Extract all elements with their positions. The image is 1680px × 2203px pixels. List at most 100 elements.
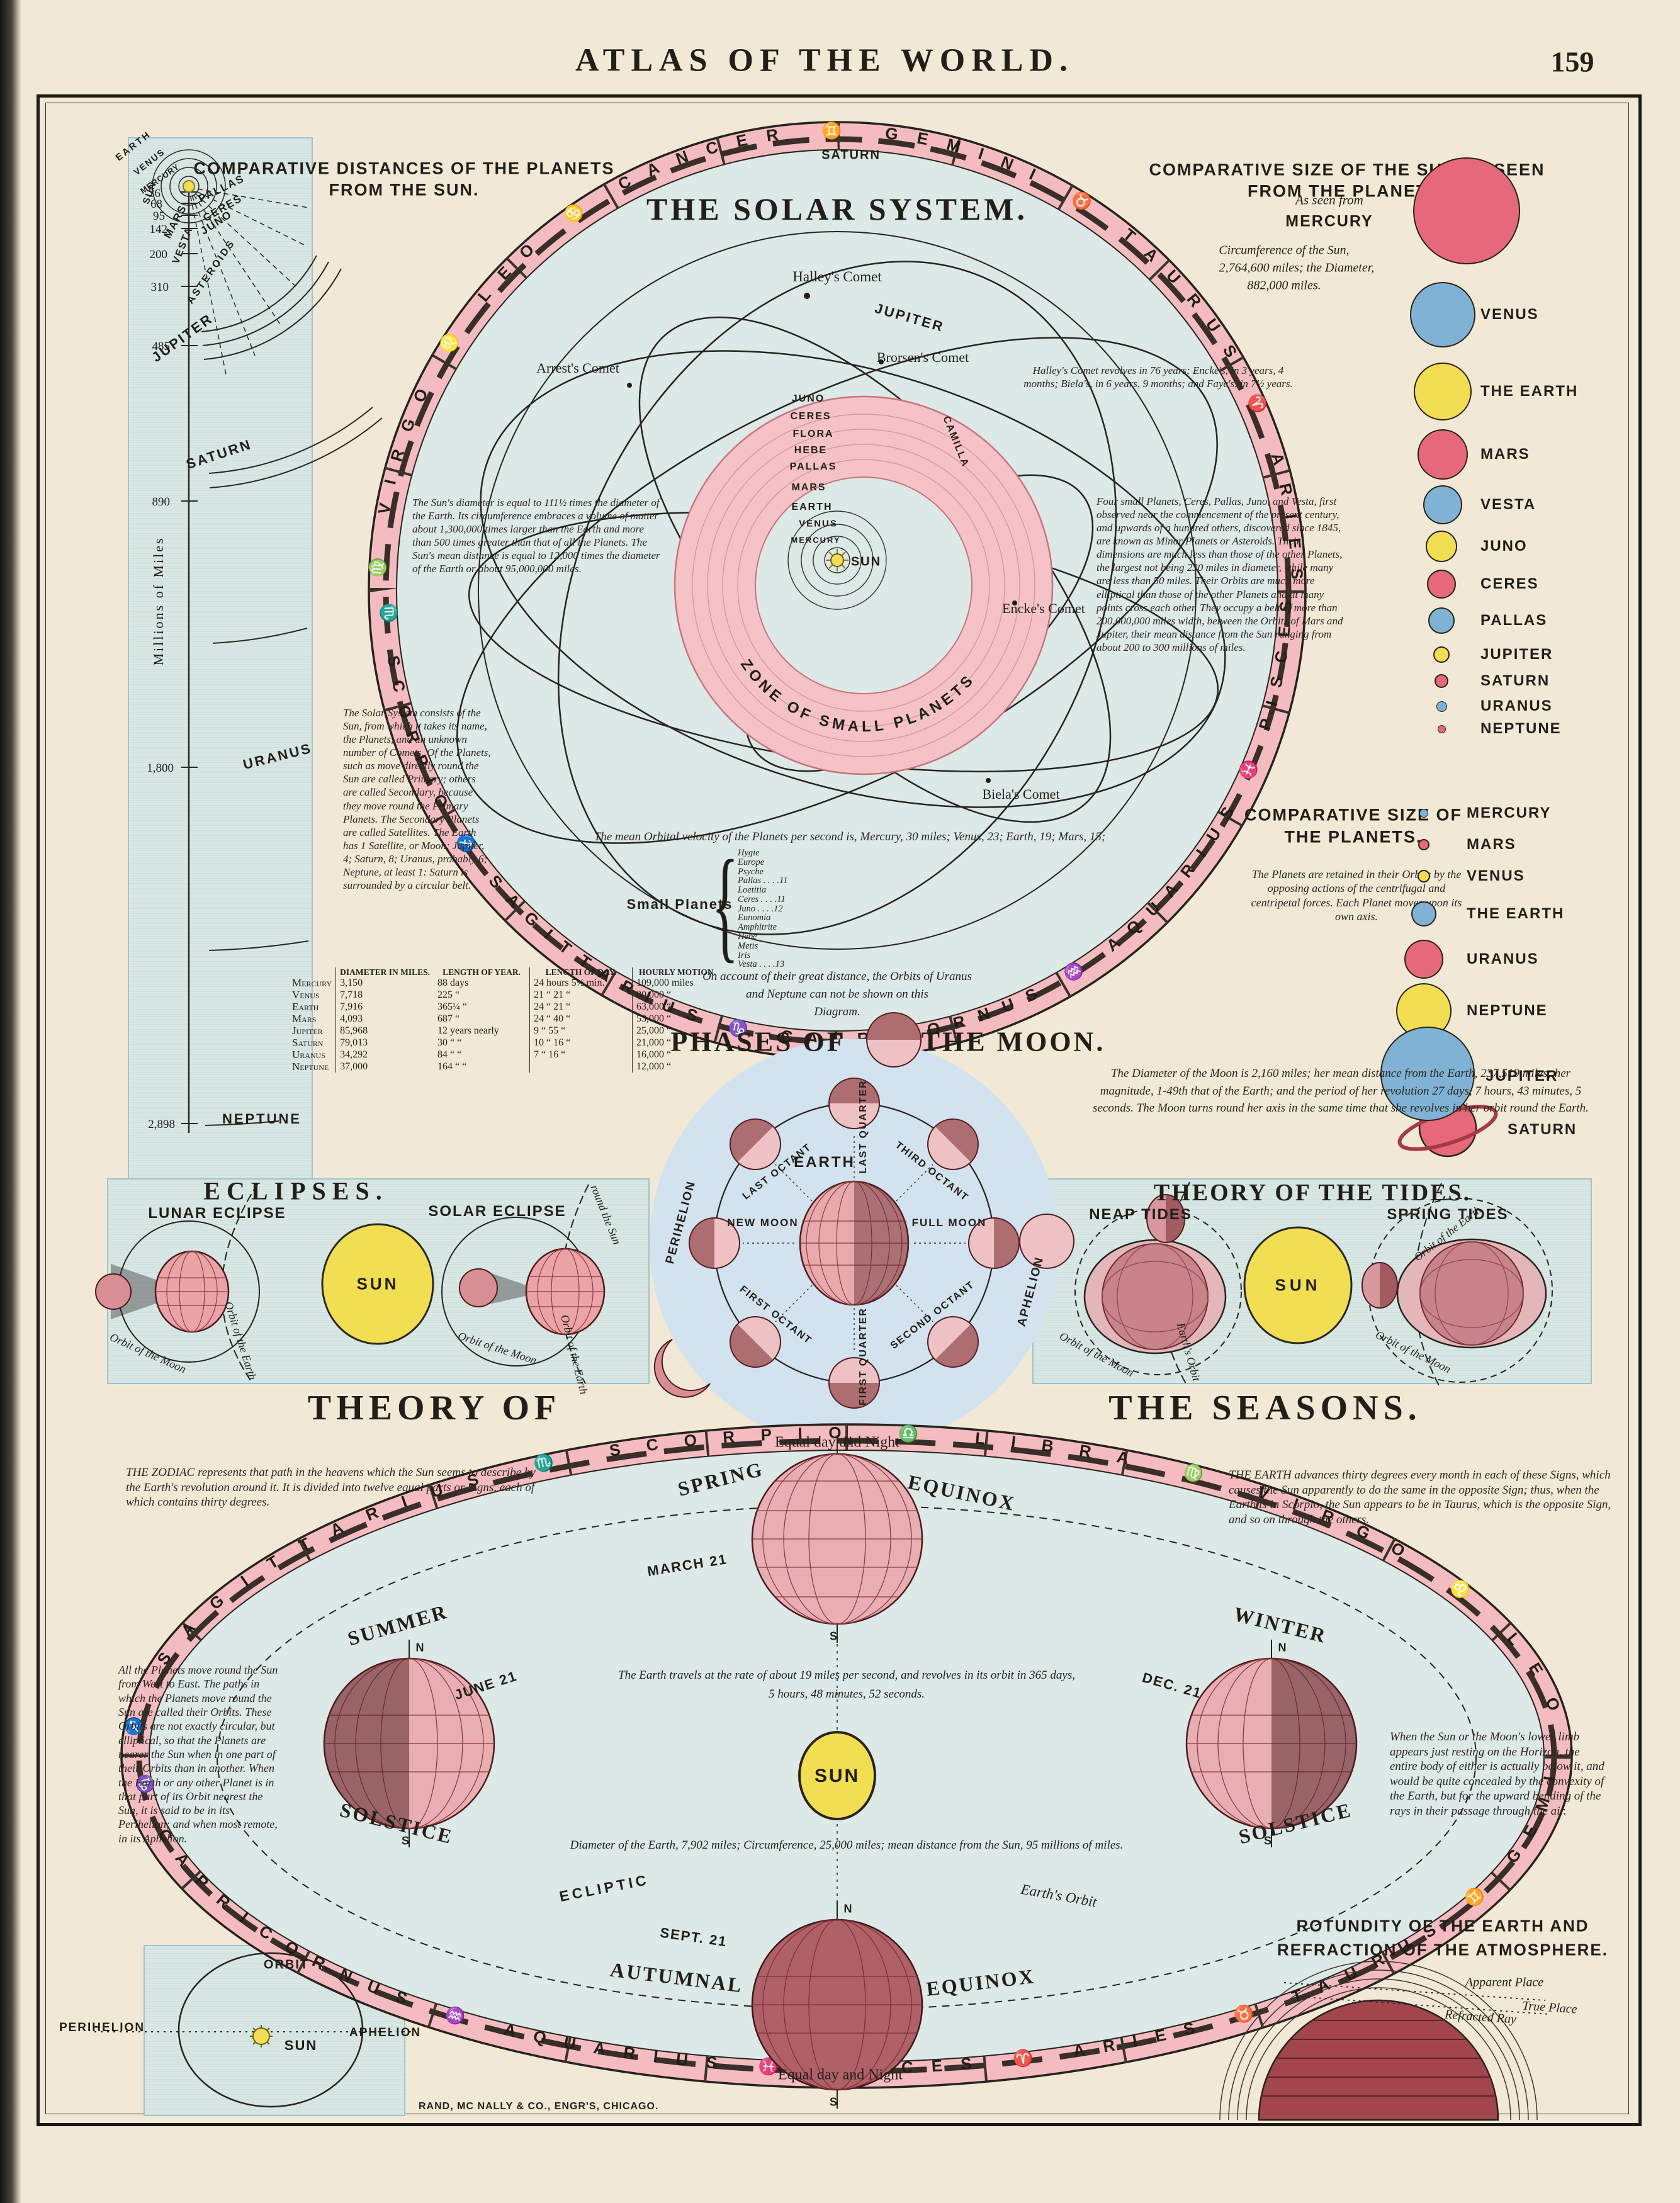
comet-note: Halley's Comet revolves in 76 years; Enc… [1023, 364, 1293, 390]
winter-n: N [1278, 1641, 1288, 1654]
sun-size-label-juno: JUNO [1480, 538, 1528, 555]
seasons-title-2: THE SEASONS. [1108, 1389, 1422, 1428]
aphelion-label: APHELION [349, 2026, 422, 2039]
cell: 12,000 “ [632, 1061, 723, 1073]
phases-title-a: PHASES OF [670, 1026, 847, 1057]
velocity-note: The mean Orbital velocity of the Planets… [594, 830, 1106, 843]
inner-pallas: PALLAS [789, 461, 837, 472]
phases-full-moon: FULL MOON [911, 1217, 987, 1229]
small-planet: Vesta . . . .13 [738, 959, 785, 970]
refraction-note: When the Sun or the Moon's lower limb ap… [1390, 1730, 1604, 1818]
diameter-note: Diameter of the Earth, 7,902 miles; Circ… [570, 1839, 1124, 1852]
inner-juno: JUNO [791, 393, 825, 404]
cell: 37,000 [335, 1061, 434, 1073]
col-hourly: HOURLY MOTION. [632, 967, 723, 978]
cell: 24 “ 40 “ [529, 1013, 633, 1025]
small-planet: Hygie [738, 848, 760, 858]
apparent-place-label: Apparent Place [1465, 1975, 1544, 1990]
cell: Uranus [292, 1049, 325, 1061]
planet-size-earth [1411, 901, 1436, 927]
summer-s: S [401, 1834, 411, 1847]
perihelion-label: PERIHELION [59, 2021, 145, 2034]
orbit-diagram-art [94, 1952, 412, 2108]
cell [529, 1061, 633, 1073]
cell: 88 days [437, 977, 469, 988]
planet-data-table: DIAMETER IN MILES. LENGTH OF YEAR. LENGT… [288, 967, 723, 1073]
orbit-label: ORBIT [263, 1958, 310, 1972]
plate-frame-inner [45, 103, 1629, 2114]
cell: 79,013 [335, 1037, 434, 1049]
sun-size-jupiter [1433, 646, 1450, 663]
cell: 9 “ 55 “ [529, 1025, 633, 1037]
cell: 34,292 [335, 1049, 434, 1061]
small-planet: Pallas . . . .11 [738, 876, 788, 886]
cell: 109,000 miles [632, 977, 723, 989]
spring-s: S [829, 1630, 839, 1643]
fan-neptune: NEPTUNE [222, 1111, 302, 1127]
eclipses-art [95, 1183, 606, 1384]
rotundity-art [1219, 1961, 1549, 2121]
planet-size-mars [1418, 839, 1429, 850]
tides-sun-label: SUN [1275, 1275, 1321, 1295]
small-planet: Psyche [738, 866, 764, 877]
sun-size-label-saturn: SATURN [1480, 672, 1550, 689]
phases-new-moon: NEW MOON [727, 1217, 799, 1229]
sun-size-label-vesta: VESTA [1480, 496, 1536, 513]
system-note: The Solar System consists of the Sun, fr… [343, 707, 491, 892]
planet-size-jupiter [1380, 1027, 1475, 1121]
col-diameter: DIAMETER IN MILES. [335, 967, 434, 978]
tick-68: 68 [150, 198, 162, 211]
cell: 225 “ [437, 989, 460, 1000]
sun-size-ceres [1427, 570, 1456, 599]
lunar-eclipse-label: LUNAR ECLIPSE [148, 1205, 286, 1222]
cell: 21,000 “ [632, 1037, 723, 1049]
small-planet: Ceres . . . .11 [738, 894, 786, 904]
small-planet: Juno . . . .12 [738, 903, 783, 914]
sun-size-uranus [1436, 701, 1447, 712]
cell: 164 “ “ [437, 1061, 467, 1072]
phases-title-b: THE MOON. [921, 1026, 1106, 1057]
inner-venus: VENUS [799, 518, 838, 529]
sun-size-juno [1426, 531, 1457, 562]
small-planets-brace: { [711, 835, 739, 974]
sun-size-pallas [1428, 607, 1455, 634]
cell: 10 “ 16 “ [529, 1037, 633, 1049]
sun-size-label-mercury: MERCURY [1285, 212, 1373, 230]
travel-note-2: 5 hours, 48 minutes, 52 seconds. [768, 1687, 925, 1701]
solar-eclipse-label: SOLAR ECLIPSE [428, 1203, 567, 1220]
eclipses-sun-label: SUN [356, 1274, 399, 1293]
cell: 24 “ 21 “ [529, 1001, 633, 1013]
comet-biela: Biela's Comet [982, 786, 1060, 802]
planet-size-label-jupiter: JUPITER [1486, 1068, 1559, 1085]
cell: 85,968 [335, 1025, 434, 1037]
binding-shadow [0, 0, 21, 2203]
cell: 365¼ “ [437, 1001, 468, 1012]
sun-size-label-uranus: URANUS [1480, 697, 1553, 714]
summer-n: N [415, 1641, 426, 1654]
small-planet: Metis [738, 940, 758, 951]
planet-size-uranus [1404, 940, 1443, 979]
cell: Saturn [292, 1037, 324, 1049]
moon-note: The Diameter of the Moon is 2,160 miles;… [1093, 1067, 1589, 1115]
sun-size-label-earth: THE EARTH [1480, 383, 1579, 400]
planet-size-label-neptune: NEPTUNE [1467, 1002, 1548, 1019]
table-header-row: DIAMETER IN MILES. LENGTH OF YEAR. LENGT… [288, 967, 723, 978]
tick-310: 310 [150, 281, 169, 294]
sun-size-label-jupiter: JUPITER [1480, 646, 1553, 663]
distance-note-3: Diagram. [814, 1005, 860, 1018]
cell: 687 “ [437, 1013, 460, 1024]
autumn-s: S [829, 2095, 839, 2109]
seasons-sun-label: SUN [814, 1766, 860, 1786]
cell: 7 “ 16 “ [529, 1049, 633, 1061]
as-seen-from: As seen from [1295, 192, 1363, 208]
tides-title: THEORY OF THE TIDES. [1153, 1180, 1472, 1206]
sun-size-label-neptune: NEPTUNE [1480, 720, 1562, 737]
planet-size-label-mercury: MERCURY [1467, 804, 1552, 821]
spring-tides-label: SPRING TIDES [1387, 1206, 1509, 1223]
tick-200: 200 [149, 248, 168, 261]
